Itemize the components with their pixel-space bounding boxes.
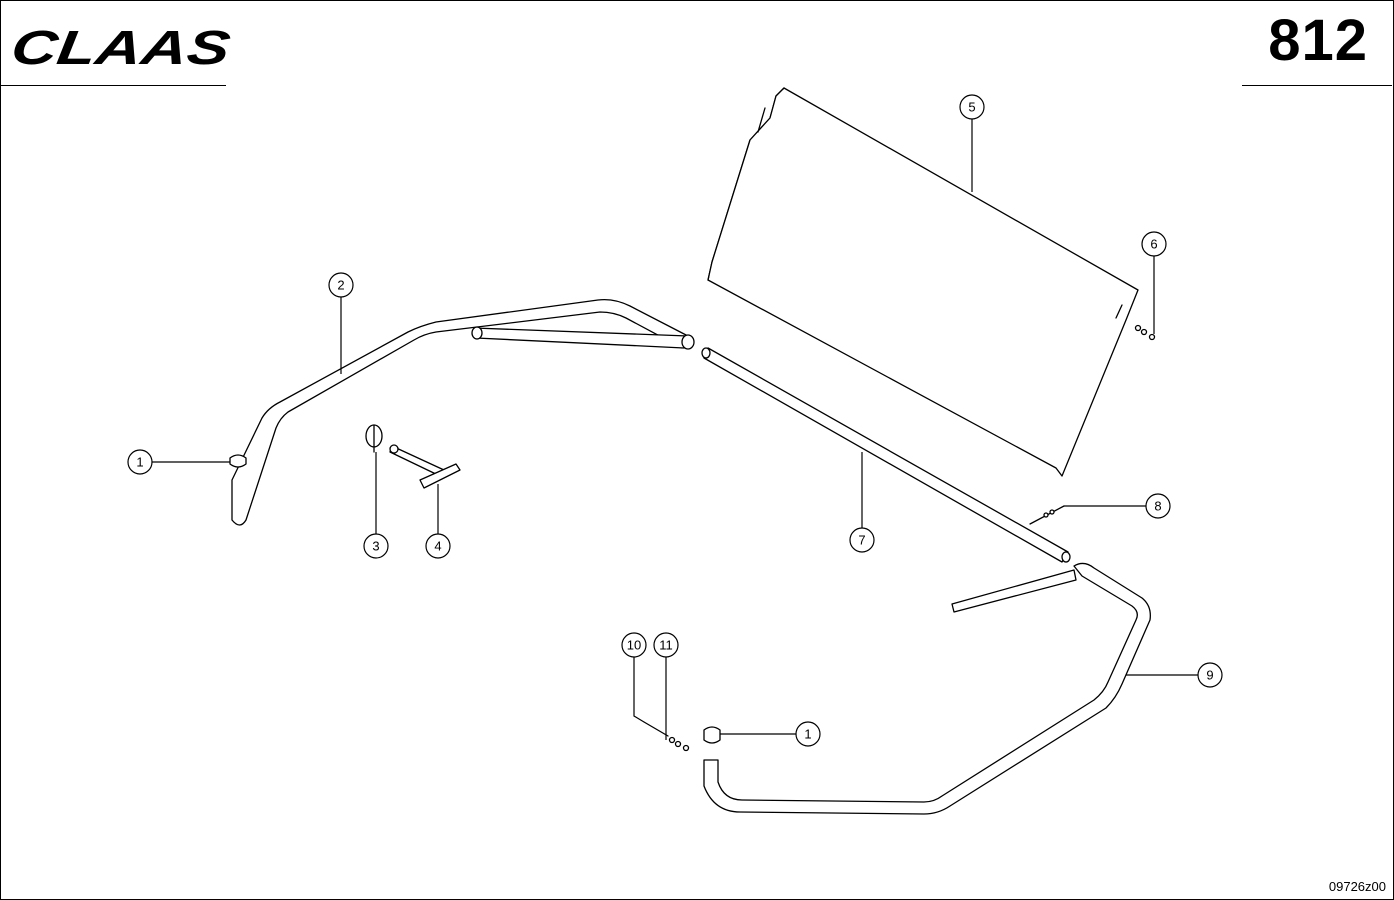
header-rule-right [1242,85,1392,86]
callout-11: 11 [653,632,679,658]
part-tube [701,347,1071,563]
part-bracket [389,444,461,489]
part-left-rail [231,298,695,526]
part-screw-washers [643,721,690,752]
svg-text:10: 10 [627,638,641,653]
svg-text:1: 1 [136,455,143,470]
callout-5: 5 [959,94,985,120]
svg-text:9: 9 [1206,668,1213,683]
part-panel [707,87,1139,477]
callout-8: 8 [1145,493,1171,519]
callout-1-left: 1 [127,449,153,475]
svg-text:2: 2 [337,278,344,293]
svg-text:4: 4 [434,539,441,554]
part-cap [229,454,721,744]
callout-1-right: 1 [795,721,821,747]
part-bolt-set [1029,505,1065,525]
callout-4: 4 [425,533,451,559]
page-number: 812 [1268,8,1368,73]
svg-text:5: 5 [968,100,975,115]
drawing-id: 09726z00 [1328,879,1386,894]
callout-10: 10 [621,632,647,658]
svg-text:7: 7 [858,533,865,548]
svg-text:1: 1 [804,727,811,742]
callout-3: 3 [363,533,389,559]
svg-text:3: 3 [372,539,379,554]
svg-text:6: 6 [1150,237,1157,252]
svg-text:CLAAS: CLAAS [12,21,234,74]
claas-logo: CLAAS [12,21,234,74]
part-right-rail [703,562,1151,815]
part-fasteners [1134,324,1156,341]
callout-6: 6 [1141,231,1167,257]
callout-9: 9 [1197,662,1223,688]
callout-7: 7 [849,527,875,553]
svg-text:11: 11 [659,638,673,653]
header-rule-left [0,85,226,86]
leader-lines [152,119,1198,740]
part-linch-pin [365,424,383,453]
svg-text:8: 8 [1154,499,1161,514]
callout-2: 2 [328,272,354,298]
